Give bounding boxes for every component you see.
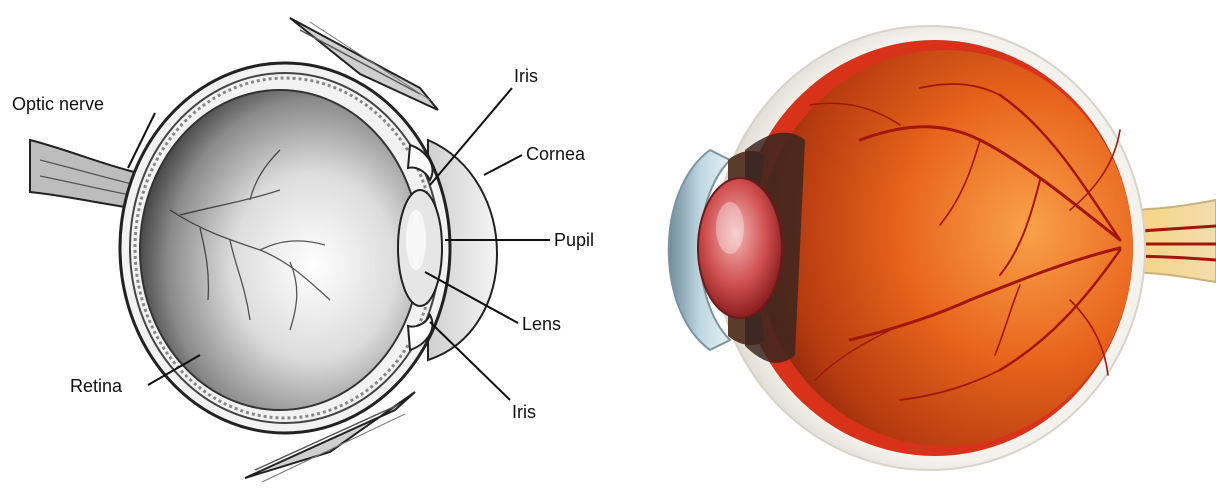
labeled-eye-diagram: Optic nerve Iris Cornea Pupil Lens Retin… [0,0,600,489]
color-eye-svg [600,0,1216,489]
color-eye-illustration [600,0,1216,489]
vitreous-body [140,90,420,410]
label-lens: Lens [522,314,561,334]
label-iris-bottom: Iris [512,402,536,422]
labeled-eye-svg: Optic nerve Iris Cornea Pupil Lens Retin… [0,0,600,489]
label-optic-nerve: Optic nerve [12,94,104,114]
label-retina: Retina [70,376,123,396]
retina-interior [757,50,1133,446]
lens [698,178,782,318]
label-iris-top: Iris [514,66,538,86]
label-cornea: Cornea [526,144,586,164]
label-pupil: Pupil [554,230,594,250]
